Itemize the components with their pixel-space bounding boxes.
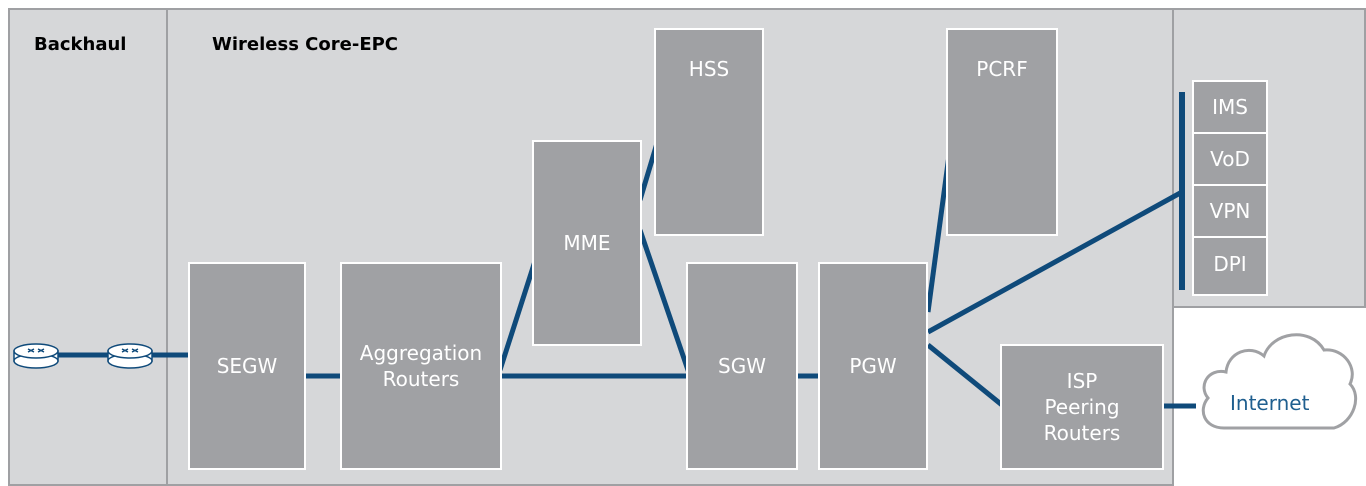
backhaul-label: Backhaul [34, 34, 127, 55]
pgw-label: PGW [849, 354, 897, 378]
link-agg-mme [497, 257, 539, 371]
mme-node: MME [532, 140, 642, 346]
services-stack: IMS VoD VPN DPI [1192, 80, 1268, 296]
link-pgw-services [926, 189, 1184, 335]
pcrf-label: PCRF [976, 57, 1028, 81]
service-vpn: VPN [1194, 186, 1266, 238]
isp-label-line1: ISP [1066, 369, 1098, 393]
router-icon [13, 343, 59, 369]
service-vod: VoD [1194, 134, 1266, 186]
segw-node: SEGW [188, 262, 306, 470]
isp-label-line3: Routers [1043, 421, 1121, 445]
service-dpi: DPI [1213, 252, 1247, 276]
aggregation-routers-node: Aggregation Routers [340, 262, 502, 470]
pcrf-node: PCRF [946, 28, 1058, 236]
sgw-node: SGW [686, 262, 798, 470]
router-icon [107, 343, 153, 369]
service-ims: IMS [1194, 82, 1266, 134]
segw-label: SEGW [216, 354, 278, 378]
link-pgw-isp [926, 343, 1004, 407]
isp-peering-routers-node: ISP Peering Routers [1000, 344, 1164, 470]
internet-label: Internet [1230, 391, 1310, 415]
link-mme-sgw [637, 229, 693, 377]
hss-label: HSS [688, 57, 730, 81]
backhaul-panel [8, 8, 168, 486]
aggregation-label-line2: Routers [382, 367, 460, 391]
hss-node: HSS [654, 28, 764, 236]
core-label: Wireless Core-EPC [212, 34, 399, 55]
sgw-label: SGW [718, 354, 766, 378]
cloud-icon [1201, 333, 1358, 430]
aggregation-label-line1: Aggregation [359, 341, 483, 365]
isp-label-line2: Peering [1044, 395, 1120, 419]
mme-label: MME [563, 231, 611, 255]
pgw-node: PGW [818, 262, 928, 470]
